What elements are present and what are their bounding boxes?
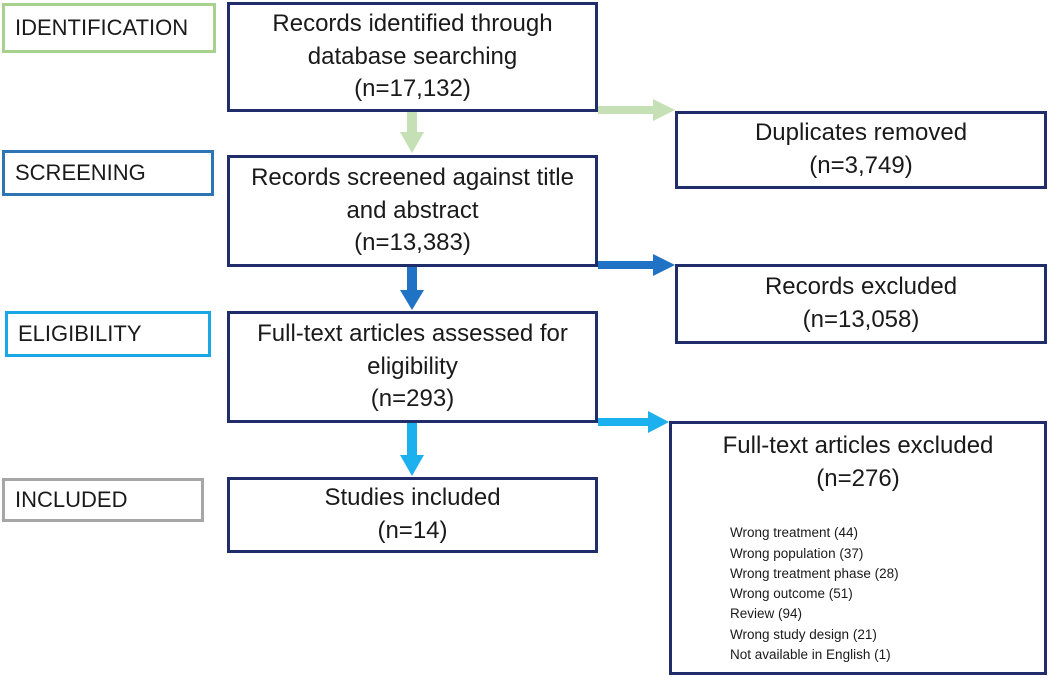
- included-line1: Studies included: [324, 484, 501, 512]
- stage-label-eligibility: ELIGIBILITY: [5, 311, 211, 357]
- fulltext-excluded-line1: Full-text articles excluded: [722, 432, 994, 459]
- exclusion-reason: Not available in English (1): [730, 646, 891, 662]
- exclusion-reasons-list: Wrong treatment (44) Wrong population (3…: [672, 523, 899, 665]
- records-excluded-box: Records excluded (n=13,058): [675, 264, 1047, 344]
- stage-label-screening: SCREENING: [2, 150, 214, 196]
- identified-box: Records identified through database sear…: [227, 2, 598, 112]
- identified-line2: database searching: [307, 42, 518, 70]
- stage-eligibility-text: ELIGIBILITY: [18, 321, 142, 346]
- screened-box: Records screened against title and abstr…: [227, 155, 598, 267]
- duplicates-box: Duplicates removed (n=3,749): [675, 111, 1047, 189]
- stage-label-included: INCLUDED: [2, 478, 204, 522]
- fulltext-excluded-count: (n=276): [816, 464, 900, 492]
- stage-screening-text: SCREENING: [15, 160, 146, 185]
- exclusion-reason: Wrong population (37): [730, 545, 864, 561]
- screened-count: (n=13,383): [354, 229, 471, 257]
- stage-identification-text: IDENTIFICATION: [15, 15, 189, 40]
- exclusion-reason: Wrong outcome (51): [730, 586, 853, 601]
- stage-label-identification: IDENTIFICATION: [2, 3, 216, 53]
- stage-included-text: INCLUDED: [15, 487, 128, 512]
- identified-line1: Records identified through: [272, 10, 553, 38]
- exclusion-reason: Review (94): [730, 606, 803, 622]
- exclusion-reason: Wrong treatment phase (28): [730, 565, 899, 581]
- fulltext-line2: eligibility: [367, 352, 458, 380]
- arrow-down-identified-to-screened: [400, 112, 424, 153]
- screened-line2: and abstract: [346, 196, 479, 224]
- duplicates-line1: Duplicates removed: [754, 119, 968, 147]
- arrow-down-screened-to-fulltext: [400, 267, 424, 310]
- screened-line1: Records screened against title: [251, 164, 574, 192]
- arrow-right-to-fulltext-excluded: [598, 411, 669, 433]
- included-count: (n=14): [377, 517, 448, 544]
- included-box: Studies included (n=14): [227, 477, 598, 553]
- arrow-down-fulltext-to-included: [400, 423, 424, 476]
- fulltext-count: (n=293): [370, 385, 455, 413]
- arrow-right-to-records-excluded: [598, 254, 675, 276]
- records-excluded-count: (n=13,058): [802, 306, 920, 333]
- records-excluded-line1: Records excluded: [764, 273, 958, 301]
- arrow-right-to-duplicates: [598, 99, 675, 121]
- exclusion-reason: Wrong study design (21): [730, 626, 877, 642]
- identified-count: (n=17,132): [354, 75, 471, 103]
- fulltext-line1: Full-text articles assessed for: [257, 320, 568, 348]
- fulltext-box: Full-text articles assessed for eligibil…: [227, 311, 598, 423]
- fulltext-excluded-box: Full-text articles excluded (n=276) Wron…: [669, 421, 1047, 675]
- duplicates-count: (n=3,749): [809, 152, 913, 179]
- exclusion-reason: Wrong treatment (44): [730, 525, 859, 541]
